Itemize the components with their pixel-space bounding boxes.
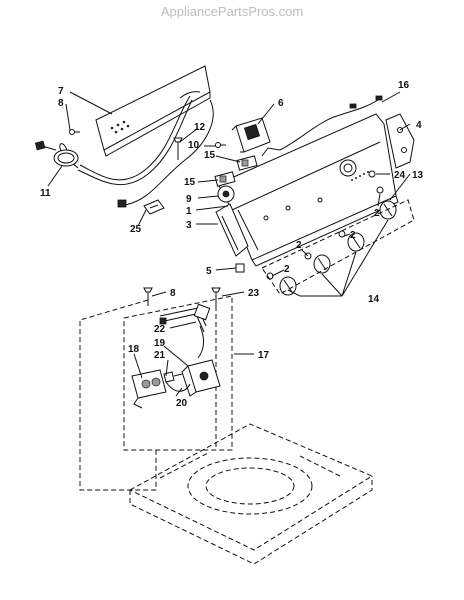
selector-switch-part[interactable] — [217, 185, 235, 203]
screw-part-8-lower[interactable] — [143, 287, 153, 306]
knob-part-3[interactable] — [313, 254, 331, 274]
knob-insert-parts[interactable] — [266, 186, 384, 280]
callout-20: 20 — [176, 398, 188, 409]
screw-part-23[interactable] — [211, 287, 221, 306]
callout-15-lower: 15 — [184, 177, 196, 188]
callout-7: 7 — [58, 86, 64, 97]
callout-labels: 7 8 6 16 12 10 4 11 15 15 24 13 9 1 2 3 … — [40, 80, 424, 409]
watermark-text: AppliancePartsPros.com — [161, 4, 303, 19]
knob-part-4[interactable] — [279, 276, 297, 296]
callout-21: 21 — [154, 350, 166, 361]
callout-25: 25 — [130, 224, 142, 235]
callout-2-right: 2 — [374, 208, 380, 219]
end-cap-right-part[interactable] — [385, 113, 415, 169]
callout-10: 10 — [188, 140, 200, 151]
callout-1: 1 — [186, 206, 192, 217]
hose-part-20[interactable] — [165, 381, 191, 392]
callout-16: 16 — [398, 80, 410, 91]
callout-6: 6 — [278, 98, 284, 109]
switch-part-15-upper[interactable] — [236, 155, 258, 171]
callout-9: 9 — [186, 194, 192, 205]
callout-3: 3 — [186, 220, 192, 231]
callout-23: 23 — [248, 288, 260, 299]
wire-harness-part[interactable] — [34, 95, 214, 208]
clip-part-24[interactable] — [368, 170, 376, 178]
lower-assembly-outline — [123, 295, 233, 451]
callout-8: 8 — [58, 98, 64, 109]
washer-top-outline — [128, 423, 374, 565]
callout-14: 14 — [368, 294, 380, 305]
leader-lines — [47, 91, 411, 397]
control-board-part[interactable] — [231, 117, 271, 153]
callout-19: 19 — [154, 338, 166, 349]
connector-line-left — [79, 299, 157, 491]
callout-4: 4 — [416, 120, 422, 131]
pressure-switch-part[interactable] — [181, 359, 221, 397]
callout-12: 12 — [194, 122, 206, 133]
callout-17: 17 — [258, 350, 270, 361]
clip-part[interactable] — [143, 199, 165, 215]
knob-part-2[interactable] — [347, 232, 365, 252]
callout-5: 5 — [206, 266, 212, 277]
wire-part-16[interactable] — [261, 95, 383, 157]
callout-8-lower: 8 — [170, 288, 176, 299]
callout-18: 18 — [128, 344, 140, 355]
knob-group-outline — [261, 199, 415, 295]
rear-panel-part[interactable] — [95, 65, 211, 157]
screw-part-8-top[interactable] — [69, 129, 81, 135]
harness-part-22[interactable] — [159, 303, 211, 359]
callout-11: 11 — [40, 188, 51, 199]
switch-part-15-lower[interactable] — [214, 171, 236, 187]
callout-24: 24 — [394, 170, 406, 181]
clip-part-5[interactable] — [235, 263, 245, 273]
knob-part-1[interactable] — [379, 200, 397, 220]
callout-2-left: 2 — [284, 264, 290, 275]
callout-13: 13 — [412, 170, 424, 181]
callout-2-center: 2 — [296, 240, 302, 251]
callout-15-upper: 15 — [204, 150, 216, 161]
screw-part-10[interactable] — [215, 142, 227, 148]
inlet-valve-part[interactable] — [131, 369, 167, 409]
callout-22: 22 — [154, 324, 166, 335]
callout-2-mid: 2 — [350, 230, 356, 241]
